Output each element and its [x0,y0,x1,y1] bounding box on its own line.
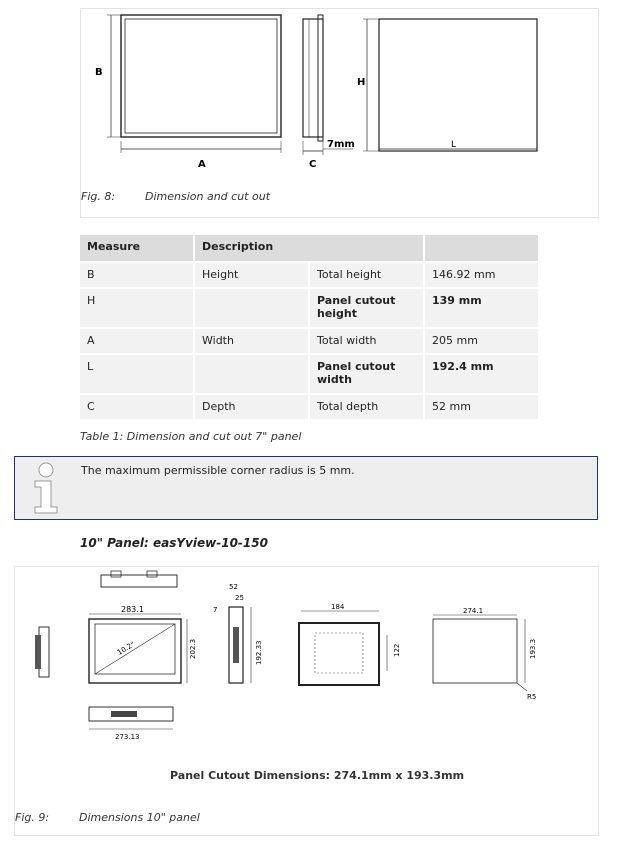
cell-measure: C [80,395,195,421]
header-description: Description [195,235,425,263]
cell-desc: Total width [310,329,425,355]
cell-desc: Total depth [310,395,425,421]
info-icon [34,462,58,514]
fig9-number: Fig. 9: [15,811,50,824]
fig8-box: B A C 7mm H L Fig. 8: Dimension and cut o… [80,8,599,218]
fig8-text: Dimension and cut out [145,190,271,203]
dim-c-label: C [309,159,316,170]
dim-193: 193.3 [529,639,537,659]
cell-group [195,289,310,329]
fig8-drawing: B A C 7mm H L [95,14,538,170]
cell-value: 192.4 mm [425,355,540,395]
table-header-row: Measure Description [80,235,540,263]
dim-202: 202.3 [189,639,197,659]
dim-283: 283.1 [121,605,144,614]
cell-value: 139 mm [425,289,540,329]
cell-desc: Panel cutout width [310,355,425,395]
cell-desc: Total height [310,263,425,289]
table-row: L Panel cutout width 192.4 mm [80,355,540,395]
dim-7: 7 [213,606,217,614]
dim-7mm-label: 7mm [327,139,355,150]
section-title: 10" Panel: easYview-10-150 [80,536,268,550]
fig9-caption: Fig. 9: Dimensions 10" panel [15,811,200,824]
front-panel-outer [120,14,282,138]
note-text: The maximum permissible corner radius is… [81,464,355,477]
cell-group [195,355,310,395]
cutout-view [378,18,538,152]
dim-a-label: A [198,159,206,170]
dim-192: 192.33 [255,641,263,666]
table-row: A Width Total width 205 mm [80,329,540,355]
dim-r5: R5 [527,693,536,701]
fig8-caption: Fig. 8: Dimension and cut out [81,190,270,203]
table-row: B Height Total height 146.92 mm [80,263,540,289]
cell-measure: B [80,263,195,289]
header-measure: Measure [80,235,195,263]
dim-b-label: B [95,67,103,78]
cell-measure: A [80,329,195,355]
fig8-number: Fig. 8: [81,190,116,203]
cell-group: Width [195,329,310,355]
dim-273: 273.13 [115,733,140,741]
cell-desc: Panel cutout height [310,289,425,329]
cell-value: 52 mm [425,395,540,421]
dimension-table: Measure Description B Height Total heigh… [80,235,540,421]
fig9-box: 283.1 10.2" 202.3 273.13 52 25 7 192.33 … [14,566,599,836]
table1-wrap: Measure Description B Height Total heigh… [80,235,540,421]
info-note: The maximum permissible corner radius is… [14,456,598,520]
fig9-drawing: 283.1 10.2" 202.3 273.13 52 25 7 192.33 … [35,570,537,782]
table-row: C Depth Total depth 52 mm [80,395,540,421]
dim-h-label: H [357,77,365,88]
fig9-text: Dimensions 10" panel [79,811,200,824]
front-panel-inner [124,18,278,134]
dim-l-label: L [451,140,456,150]
dim-184: 184 [331,603,345,611]
table-row: H Panel cutout height 139 mm [80,289,540,329]
header-value [425,235,540,263]
cell-measure: L [80,355,195,395]
dim-25: 25 [235,594,244,602]
fig9-drawing-title: Panel Cutout Dimensions: 274.1mm x 193.3… [170,769,464,782]
dim-122: 122 [393,644,401,657]
table1-caption: Table 1: Dimension and cut out 7" panel [80,430,302,443]
cell-value: 146.92 mm [425,263,540,289]
side-view [302,18,324,138]
cell-group: Depth [195,395,310,421]
dim-52: 52 [229,583,238,591]
cell-value: 205 mm [425,329,540,355]
cell-group: Height [195,263,310,289]
cell-measure: H [80,289,195,329]
dim-274: 274.1 [463,607,483,615]
